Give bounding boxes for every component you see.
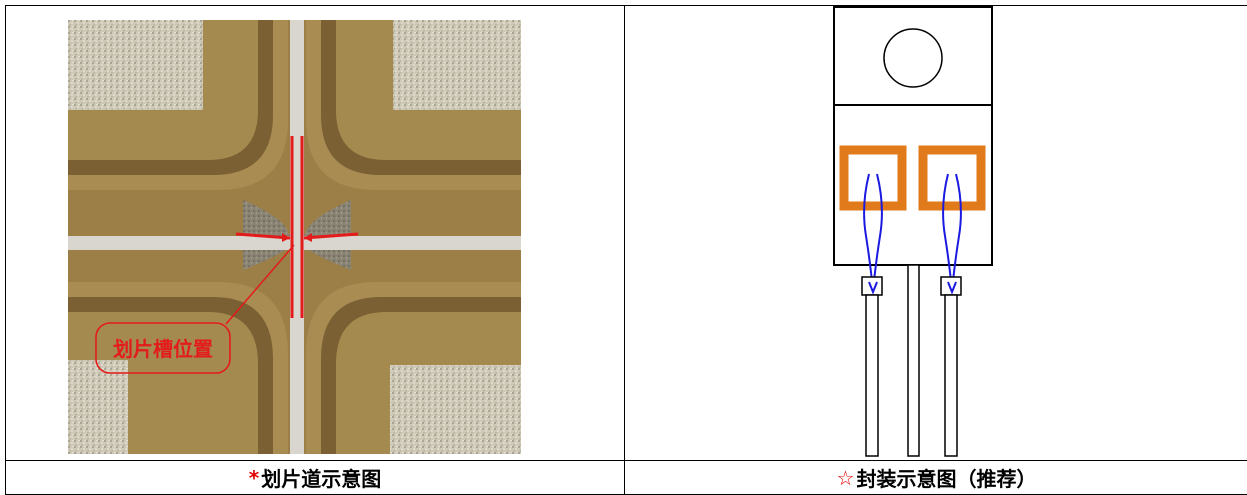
star-marker: ☆ xyxy=(836,465,855,490)
lead-3 xyxy=(944,294,958,457)
mounting-hole xyxy=(883,28,943,88)
die-corner-top-right xyxy=(306,20,521,190)
label-leader-line xyxy=(225,244,295,325)
lead-2 xyxy=(907,264,920,457)
scribe-caption: * 划片道示意图 xyxy=(6,461,624,494)
die-corner-bottom-left xyxy=(68,282,288,454)
figure-table: 划片槽位置 xyxy=(5,5,1247,495)
package-caption: ☆ 封装示意图（推荐） xyxy=(625,461,1247,494)
scribe-arrow-right xyxy=(303,232,359,240)
scribe-lane-photo-cell: 划片槽位置 xyxy=(5,5,625,461)
scribe-arrow-left xyxy=(235,232,291,240)
die-corner-bottom-right xyxy=(306,282,521,454)
package-diagram xyxy=(833,6,993,457)
die-corner-top-left xyxy=(68,20,288,190)
scribe-lane-photo: 划片槽位置 xyxy=(68,20,521,454)
lead-head-right xyxy=(940,276,962,296)
bond-pad-left xyxy=(839,145,907,211)
scribe-label-box xyxy=(95,322,231,374)
package-caption-text: 封装示意图（推荐） xyxy=(856,467,1037,491)
left-caption-cell: * 划片道示意图 xyxy=(5,460,625,495)
scribe-caption-text: 划片道示意图 xyxy=(261,467,382,491)
package-diagram-cell xyxy=(624,5,1247,461)
lead-head-left xyxy=(861,276,883,296)
bond-pad-right xyxy=(918,145,986,211)
scribe-position-markers xyxy=(95,136,359,374)
horizontal-scribe-lane xyxy=(68,236,521,250)
asterisk-marker: * xyxy=(248,465,260,490)
package-body xyxy=(833,104,993,266)
right-caption-cell: ☆ 封装示意图（推荐） xyxy=(624,460,1247,495)
lead-1 xyxy=(865,294,879,457)
scribe-label-text: 划片槽位置 xyxy=(113,337,213,361)
